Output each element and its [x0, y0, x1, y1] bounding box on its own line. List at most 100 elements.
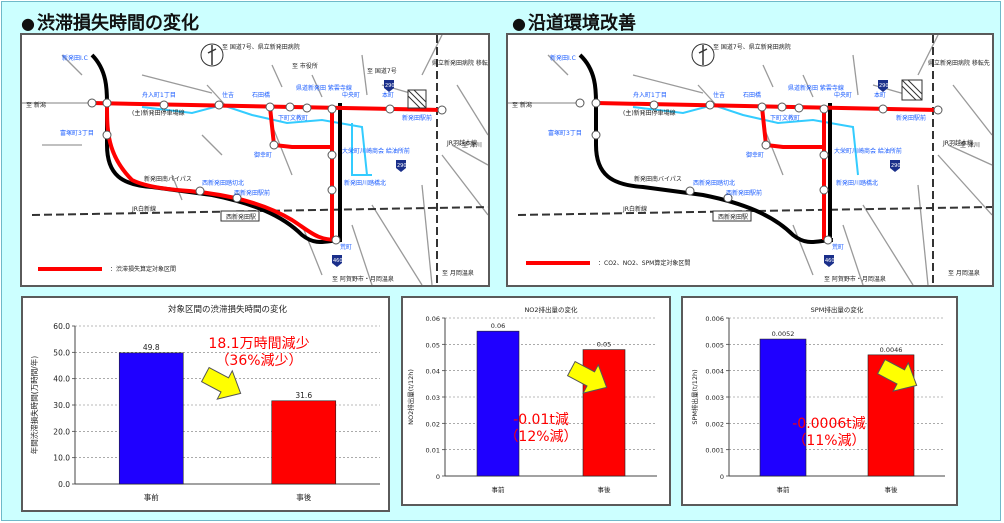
label-aganomachi: 至 阿賀野市・月岡温泉 [332, 275, 394, 283]
label-parking-r: (主)新発田停車場線 [623, 109, 676, 117]
label-shibata-eki-r: 新発田駅前 [896, 114, 926, 122]
label-ishidabashi: 石田橋 [252, 91, 270, 99]
y-tick-label: 0.006 [705, 315, 724, 323]
label-shibata-ic: 新発田I.C [62, 54, 88, 62]
bar [476, 330, 520, 477]
station-box-right [712, 210, 752, 222]
bar-value-label: 0.06 [491, 322, 505, 330]
river-right [632, 103, 859, 176]
shield-290-mid: 290 [397, 163, 407, 169]
label-uetsu-r: JR羽越本線 [942, 139, 973, 147]
road-network-right [508, 35, 992, 285]
y-tick-label: 0.001 [705, 447, 724, 455]
label-taiei: 大栄町川崎商会 給油所前 [342, 147, 410, 155]
label-kenmichi: 県道新発田 紫雲寺線 [296, 84, 352, 92]
label-nanatsuka: 至 国道7号、県立新発田病院 [222, 43, 300, 51]
label-ara-r: 荒町 [832, 243, 844, 251]
left-title-text: 渋滞損失時間の変化 [36, 13, 199, 34]
target-red-routes [91, 101, 443, 242]
shield-290-mid-r: 290 [891, 163, 901, 169]
label-kenmichi-r: 県道新発田 紫雲寺線 [788, 84, 844, 92]
label-shiratori: 至 市役所 [292, 62, 318, 70]
route-shields: 290 290 460 [332, 80, 407, 267]
bar-value-label: 31.6 [295, 391, 312, 400]
road-network [22, 35, 488, 285]
label-jr-line-r: JR白新線 [622, 205, 647, 213]
right-title-text: 沿道環境改善 [527, 13, 636, 34]
rail-hakushin [31, 206, 488, 216]
decrease-arrow-icon [566, 360, 608, 394]
label-nishishibata-st-r: 西新発田駅 [718, 213, 748, 221]
bullet-icon: ● [21, 14, 35, 33]
bar-value-label: 0.05 [597, 341, 611, 349]
category-label: 事後 [598, 485, 612, 494]
station-box [220, 210, 260, 222]
intersection-markers-right [575, 98, 943, 245]
label-parking: (主)新発田停車場線 [132, 109, 185, 117]
shield-290-top-r: 290 [879, 83, 889, 89]
label-shibata-ic-r: 新発田I.C [550, 54, 576, 62]
label-jr-line: JR白新線 [131, 205, 156, 213]
category-label: 事前 [777, 485, 791, 494]
category-label: 事前 [144, 492, 159, 502]
environment-route-map: 至 新潟 至 国道7号、県立新発田病院 新発田I.C 舟入町1丁目 住吉 石田橋… [506, 33, 994, 287]
label-honcho: 本町 [382, 91, 394, 99]
y-tick-label: 30.0 [53, 401, 70, 410]
reduction-annotation: （12%減） [504, 428, 577, 445]
legend-text-right: ：CO2、NO2、SPM算定対象区間 [598, 259, 690, 267]
spm-chart-svg: SPM排出量の変化00.0010.0020.0030.0040.0050.006… [690, 305, 945, 494]
label-gosai: 御幸町 [254, 151, 272, 159]
label-tsugawa: 至 津川 [462, 142, 482, 149]
label-kenritsu-r: 県立新発田病院 移転先 (H19年予定) [928, 59, 992, 67]
label-chuocho: 中央町 [342, 91, 360, 99]
y-tick-label: 40.0 [53, 375, 70, 384]
map-labels: 至 新潟 至 国道7号、県立新発田病院 新発田I.C 舟入町1丁目 住吉 石田橋… [26, 43, 488, 283]
shield-290-top: 290 [385, 83, 395, 89]
label-taiei-r: 大栄町川崎商会 給油所前 [834, 147, 902, 155]
canal [351, 123, 372, 176]
y-axis-label: 年間渋滞損失時間(万時間/年) [29, 356, 39, 454]
label-bypass: 新発田南バイパス [144, 175, 192, 183]
label-ishidabashi-r: 石田橋 [743, 91, 761, 99]
label-sumiyoshi: 住吉 [222, 91, 234, 99]
bar [271, 400, 337, 485]
shield-460-r: 460 [825, 258, 835, 264]
y-tick-label: 10.0 [53, 454, 70, 463]
y-axis-label: NO2排出量(t/12h) [406, 369, 415, 425]
y-tick-label: 0.02 [426, 420, 440, 428]
chart-title: NO2排出量の変化 [524, 305, 578, 314]
bypass-route-right [578, 53, 834, 244]
label-nishishibata-kiri: 西新発田踏切北 [202, 179, 244, 187]
label-nishishibata-ekimae: 西新発田駅前 [234, 189, 270, 197]
reduction-annotation: （11%減） [792, 432, 865, 449]
y-tick-label: 0.04 [426, 368, 440, 376]
hospital-hatching [407, 89, 427, 109]
y-tick-label: 20.0 [53, 427, 70, 436]
rail-hakushin-right [517, 206, 992, 216]
north-arrow-right [691, 43, 715, 67]
bar-value-label: 0.0052 [772, 330, 795, 338]
label-ara: 荒町 [340, 243, 352, 251]
bar-value-label: 49.8 [143, 343, 160, 352]
y-tick-label: 0.0 [58, 480, 70, 489]
congestion-loss-chart-svg: 対象区間の渋滞損失時間の変化0.010.020.030.040.050.060.… [29, 304, 380, 502]
category-label: 事前 [492, 485, 506, 494]
intersection-markers [87, 98, 447, 245]
label-tomizuka: 富塚町3丁目 [60, 129, 94, 137]
category-label: 事後 [885, 485, 899, 494]
label-gosai-r: 御幸町 [746, 151, 764, 159]
label-nanatsuka-r: 至 国道7号、県立新発田病院 [713, 43, 791, 51]
label-aganomachi-r: 至 阿賀野市・月岡温泉 [824, 275, 886, 283]
decrease-arrow-icon [876, 358, 918, 392]
y-tick-label: 0.06 [426, 315, 440, 323]
reduction-annotation: 18.1万時間減少 [208, 335, 309, 352]
bullet-icon: ● [512, 14, 526, 33]
label-tomizuka-r: 富塚町3丁目 [548, 129, 582, 137]
label-r7: 至 国道7号 [367, 67, 397, 75]
y-tick-label: 0.004 [705, 368, 724, 376]
reduction-annotation: -0.0006t減 [792, 415, 866, 432]
y-tick-label: 0 [436, 473, 440, 481]
label-tsukioka-r: 至 月岡温泉 [948, 269, 980, 277]
